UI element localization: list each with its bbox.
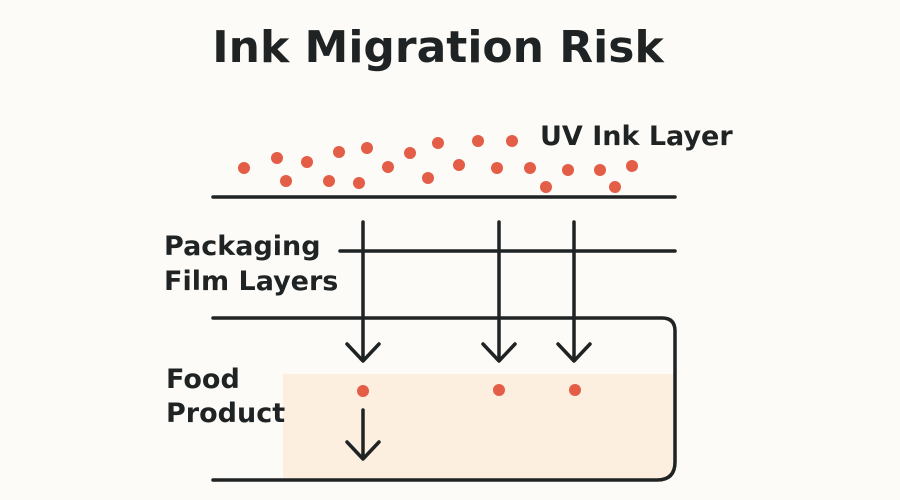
diagram-title: Ink Migration Risk xyxy=(212,22,665,73)
ink-particle xyxy=(594,164,606,176)
ink-particle xyxy=(271,152,283,164)
migration-arrow xyxy=(481,220,517,363)
ink-particle xyxy=(353,177,365,189)
ink-particle xyxy=(333,146,345,158)
migrated-ink-particle xyxy=(493,384,505,396)
ink-particle xyxy=(491,162,503,174)
ink-particle xyxy=(382,161,394,173)
ink-particle xyxy=(506,135,518,147)
ink-particle xyxy=(562,164,574,176)
ink-particle xyxy=(404,147,416,159)
migrated-ink-particle xyxy=(569,384,581,396)
food-container-outline xyxy=(211,316,677,482)
ink-particle xyxy=(280,175,292,187)
ink-particles-group xyxy=(238,135,638,193)
ink-particle xyxy=(432,137,444,149)
ink-particle xyxy=(540,181,552,193)
uv-ink-layer-label: UV Ink Layer xyxy=(540,121,733,152)
food-product-region xyxy=(283,374,675,480)
ink-particle xyxy=(472,135,484,147)
ink-particle xyxy=(301,156,313,168)
ink-particle xyxy=(422,172,434,184)
ink-particle xyxy=(453,159,465,171)
migration-arrow xyxy=(556,220,592,363)
migrated-ink-particle xyxy=(357,385,369,397)
ink-particle xyxy=(323,175,335,187)
ink-particle xyxy=(238,162,250,174)
packaging-film-label-line2: Film Layers xyxy=(164,266,338,297)
ink-particle xyxy=(361,142,373,154)
ink-particle xyxy=(609,181,621,193)
food-product-label-line2: Product xyxy=(166,398,285,429)
packaging-film-label-line1: Packaging xyxy=(164,231,321,262)
food-product-label-line1: Food xyxy=(166,364,240,395)
ink-particle xyxy=(626,160,638,172)
migration-arrow-into-food xyxy=(345,408,381,461)
migration-arrow xyxy=(345,220,381,363)
ink-particle xyxy=(524,162,536,174)
